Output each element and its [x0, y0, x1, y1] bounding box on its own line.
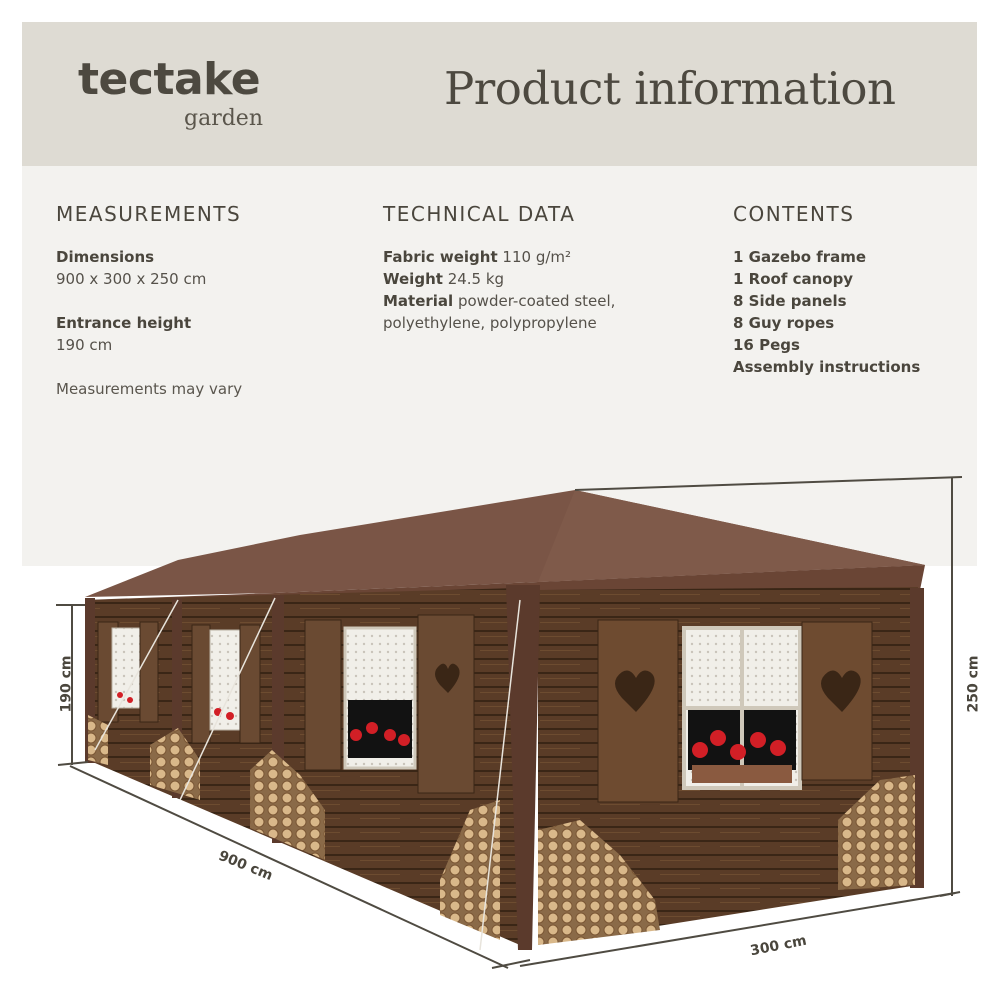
measurements-section: MEASUREMENTS Dimensions 900 x 300 x 250 …: [56, 202, 242, 400]
dimension-lines: [56, 476, 963, 969]
brand-logo: tectake garden: [78, 54, 278, 130]
woodpile: [88, 715, 108, 765]
measurements-note: Measurements may vary: [56, 380, 243, 398]
spec-row-weight: Weight 24.5 kg: [383, 268, 615, 290]
page-title: Product information: [444, 62, 896, 115]
entrance-height-label: Entrance height: [56, 314, 192, 332]
dimensions-value: 900 x 300 x 250 cm: [56, 270, 207, 288]
spec-label: Material: [383, 292, 454, 310]
contents-item: 16 Pegs: [733, 336, 800, 354]
dimension-label-entrance-height: 190 cm: [58, 655, 75, 713]
dimensions-label: Dimensions: [56, 248, 155, 266]
spec-row-material: Material powder-coated steel,: [383, 290, 615, 312]
dimension-label-total-height: 250 cm: [965, 655, 982, 713]
contents-item: 1 Gazebo frame: [733, 248, 867, 266]
spec-row-fabric-weight: Fabric weight 110 g/m²: [383, 246, 615, 268]
brand-name: tectake: [78, 54, 261, 105]
entrance-height-value: 190 cm: [56, 336, 113, 354]
header-band: tectake garden Product information: [22, 22, 977, 166]
window: [597, 619, 873, 803]
woodpile: [250, 750, 325, 860]
woodpile: [538, 820, 660, 945]
spec-label: Weight: [383, 270, 443, 288]
window: [97, 621, 159, 723]
contents-item: 1 Roof canopy: [733, 270, 854, 288]
spec-value: 24.5 kg: [447, 270, 505, 288]
contents-section: CONTENTS 1 Gazebo frame 1 Roof canopy 8 …: [733, 202, 920, 378]
contents-item: 8 Guy ropes: [733, 314, 835, 332]
contents-item: 8 Side panels: [733, 292, 847, 310]
spec-value: 110 g/m²: [502, 248, 572, 266]
window: [304, 614, 475, 794]
contents-heading: CONTENTS: [733, 202, 855, 226]
spec-material-continued: polyethylene, polypropylene: [383, 314, 597, 332]
technical-data-section: TECHNICAL DATA Fabric weight 110 g/m² We…: [383, 202, 615, 334]
contents-item: Assembly instructions: [733, 358, 921, 376]
measurements-heading: MEASUREMENTS: [56, 202, 242, 226]
window: [191, 624, 261, 744]
technical-heading: TECHNICAL DATA: [383, 202, 576, 226]
spec-value: powder-coated steel,: [457, 292, 616, 310]
brand-sub: garden: [184, 106, 263, 131]
product-info-panel: tectake garden Product information MEASU…: [22, 22, 977, 566]
woodpile: [838, 775, 915, 890]
spec-label: Fabric weight: [383, 248, 498, 266]
woodpile: [150, 728, 200, 800]
